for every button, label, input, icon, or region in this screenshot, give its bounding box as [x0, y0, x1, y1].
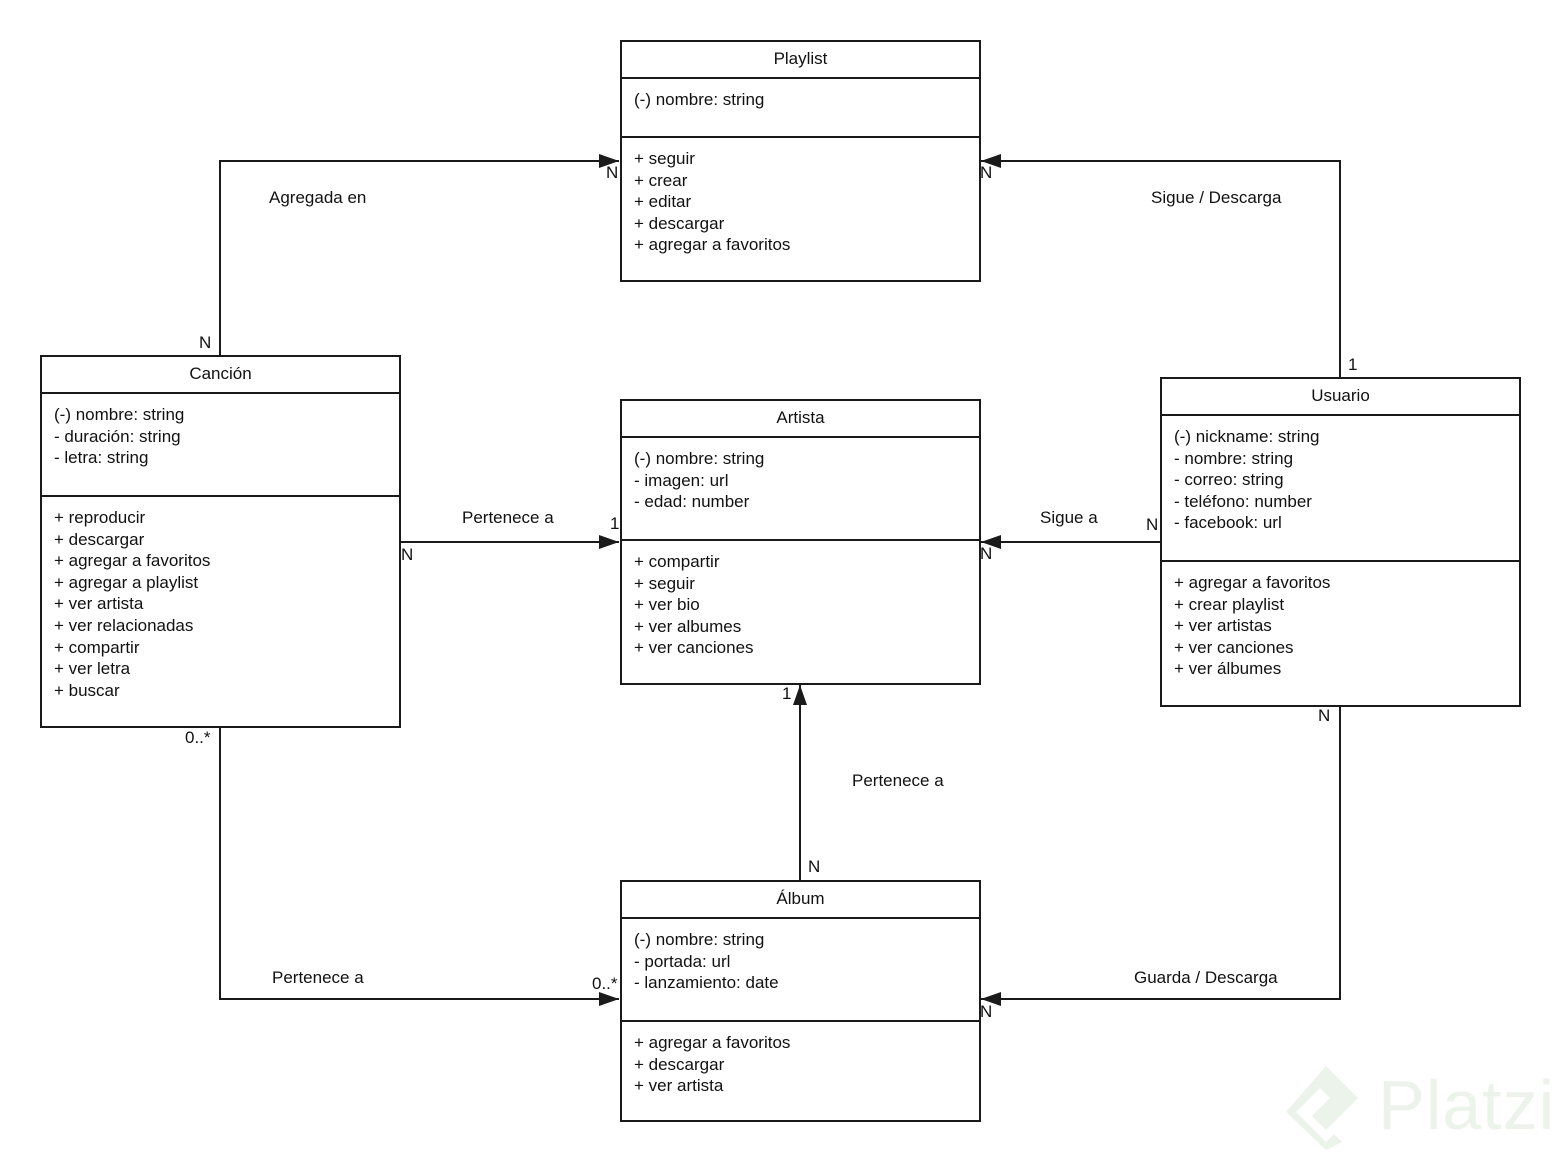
class-operation: + buscar — [54, 680, 120, 700]
class-operation: + ver bio — [634, 595, 700, 615]
class-attribute: - portada: url — [634, 951, 731, 971]
class-operation: + compartir — [634, 552, 720, 571]
class-operation: + ver canciones — [1174, 637, 1294, 657]
class-attribute: - duración: string — [54, 426, 181, 446]
class-operation: + descargar — [634, 213, 725, 233]
class-attribute: (-) nombre: string — [634, 449, 765, 468]
class-operation: + ver letra — [54, 659, 131, 679]
class-operation: + crear — [634, 170, 688, 190]
class-attribute: - letra: string — [54, 448, 149, 468]
class-operation: + agregar a playlist — [54, 572, 199, 592]
mult-agregada-en-from: N — [199, 333, 212, 352]
class-cancion-operations: + reproducir + descargar+ agregar a favor… — [42, 497, 399, 726]
class-artista-operations: + compartir + seguir+ ver bio+ ver albume… — [622, 541, 979, 683]
class-attribute: - edad: number — [634, 492, 750, 512]
class-playlist[interactable]: Playlist (-) nombre: string + seguir + cr… — [620, 40, 981, 282]
class-album[interactable]: Álbum (-) nombre: string - portada: url- … — [620, 880, 981, 1122]
class-operation: + agregar a favoritos — [634, 235, 791, 255]
class-artista-attributes: (-) nombre: string - imagen: url- edad: n… — [622, 438, 979, 541]
mult-sigue-a-to: N — [980, 544, 993, 563]
platzi-watermark-text: Platzi — [1378, 1066, 1556, 1144]
class-cancion-attributes: (-) nombre: string - duración: string- le… — [42, 394, 399, 497]
class-operation: + ver álbumes — [1174, 659, 1282, 679]
mult-cancion-album-from: 0..* — [185, 728, 211, 747]
mult-sigue-descarga-to: N — [980, 163, 993, 182]
class-playlist-name: Playlist — [622, 42, 979, 79]
class-attribute: (-) nombre: string — [634, 90, 765, 109]
label-sigue-descarga: Sigue / Descarga — [1151, 188, 1282, 207]
class-attribute: (-) nickname: string — [1174, 427, 1320, 446]
class-operation: + descargar — [634, 1054, 725, 1074]
class-attribute: (-) nombre: string — [634, 930, 765, 949]
class-operation: + ver relacionadas — [54, 615, 194, 635]
class-usuario-attributes: (-) nickname: string - nombre: string- co… — [1162, 416, 1519, 562]
class-operation: + ver artista — [54, 594, 144, 614]
class-cancion[interactable]: Canción (-) nombre: string - duración: st… — [40, 355, 401, 728]
class-usuario-operations: + agregar a favoritos+ crear playlist+ v… — [1162, 562, 1519, 705]
mult-sigue-descarga-from: 1 — [1348, 355, 1358, 374]
class-artista[interactable]: Artista (-) nombre: string - imagen: url-… — [620, 399, 981, 685]
class-attribute: - imagen: url — [634, 470, 729, 490]
label-sigue-a: Sigue a — [1040, 508, 1098, 527]
class-operation: + seguir — [634, 573, 695, 593]
mult-album-artista-to: 1 — [782, 684, 792, 703]
class-operation: + ver canciones — [634, 638, 754, 658]
class-attribute: - nombre: string — [1174, 448, 1294, 468]
class-playlist-operations: + seguir + crear+ editar+ descargar+ agre… — [622, 138, 979, 280]
connector-sigue-descarga — [981, 154, 1341, 377]
label-album-artista: Pertenece a — [852, 771, 944, 790]
mult-guarda-descarga-from: N — [1318, 706, 1331, 725]
class-usuario[interactable]: Usuario (-) nickname: string - nombre: st… — [1160, 377, 1521, 707]
platzi-watermark: Platzi — [1282, 1060, 1556, 1152]
class-attribute: (-) nombre: string — [54, 405, 185, 424]
label-agregada-en: Agregada en — [269, 188, 367, 207]
label-cancion-artista: Pertenece a — [462, 508, 554, 527]
class-operation: + compartir — [54, 637, 140, 657]
class-attribute: - teléfono: number — [1174, 491, 1312, 511]
label-guarda-descarga: Guarda / Descarga — [1134, 968, 1278, 987]
class-operation: + crear playlist — [1174, 594, 1285, 614]
connector-agregada-en — [219, 154, 619, 355]
class-artista-name: Artista — [622, 401, 979, 438]
class-cancion-name: Canción — [42, 357, 399, 394]
class-album-operations: + agregar a favoritos + descargar+ ver ar… — [622, 1022, 979, 1120]
class-operation: + descargar — [54, 529, 145, 549]
mult-album-artista-from: N — [808, 857, 821, 876]
class-album-name: Álbum — [622, 882, 979, 919]
class-operation: + editar — [634, 192, 692, 212]
mult-agregada-en-to: N — [606, 163, 619, 182]
class-attribute: - facebook: url — [1174, 513, 1282, 533]
class-usuario-name: Usuario — [1162, 379, 1519, 416]
class-operation: + seguir — [634, 149, 695, 168]
class-operation: + ver artistas — [1174, 616, 1272, 636]
class-operation: + reproducir — [54, 508, 146, 527]
class-attribute: - lanzamiento: date — [634, 973, 779, 993]
mult-cancion-artista-from: N — [401, 545, 414, 564]
class-operation: + agregar a favoritos — [54, 551, 211, 571]
label-cancion-album: Pertenece a — [272, 968, 364, 987]
connector-cancion-album — [219, 728, 619, 1006]
mult-cancion-album-to: 0..* — [592, 974, 618, 993]
connector-guarda-descarga — [981, 706, 1341, 1006]
mult-sigue-a-from: N — [1146, 515, 1159, 534]
mult-cancion-artista-to: 1 — [610, 514, 620, 533]
class-playlist-attributes: (-) nombre: string — [622, 79, 979, 138]
class-attribute: - correo: string — [1174, 470, 1284, 490]
class-operation: + ver albumes — [634, 616, 742, 636]
class-operation: + ver artista — [634, 1076, 724, 1096]
class-album-attributes: (-) nombre: string - portada: url- lanzam… — [622, 919, 979, 1022]
mult-guarda-descarga-to: N — [980, 1002, 993, 1021]
class-operation: + agregar a favoritos — [1174, 573, 1331, 592]
class-operation: + agregar a favoritos — [634, 1033, 791, 1052]
platzi-logo-icon — [1286, 1066, 1358, 1150]
